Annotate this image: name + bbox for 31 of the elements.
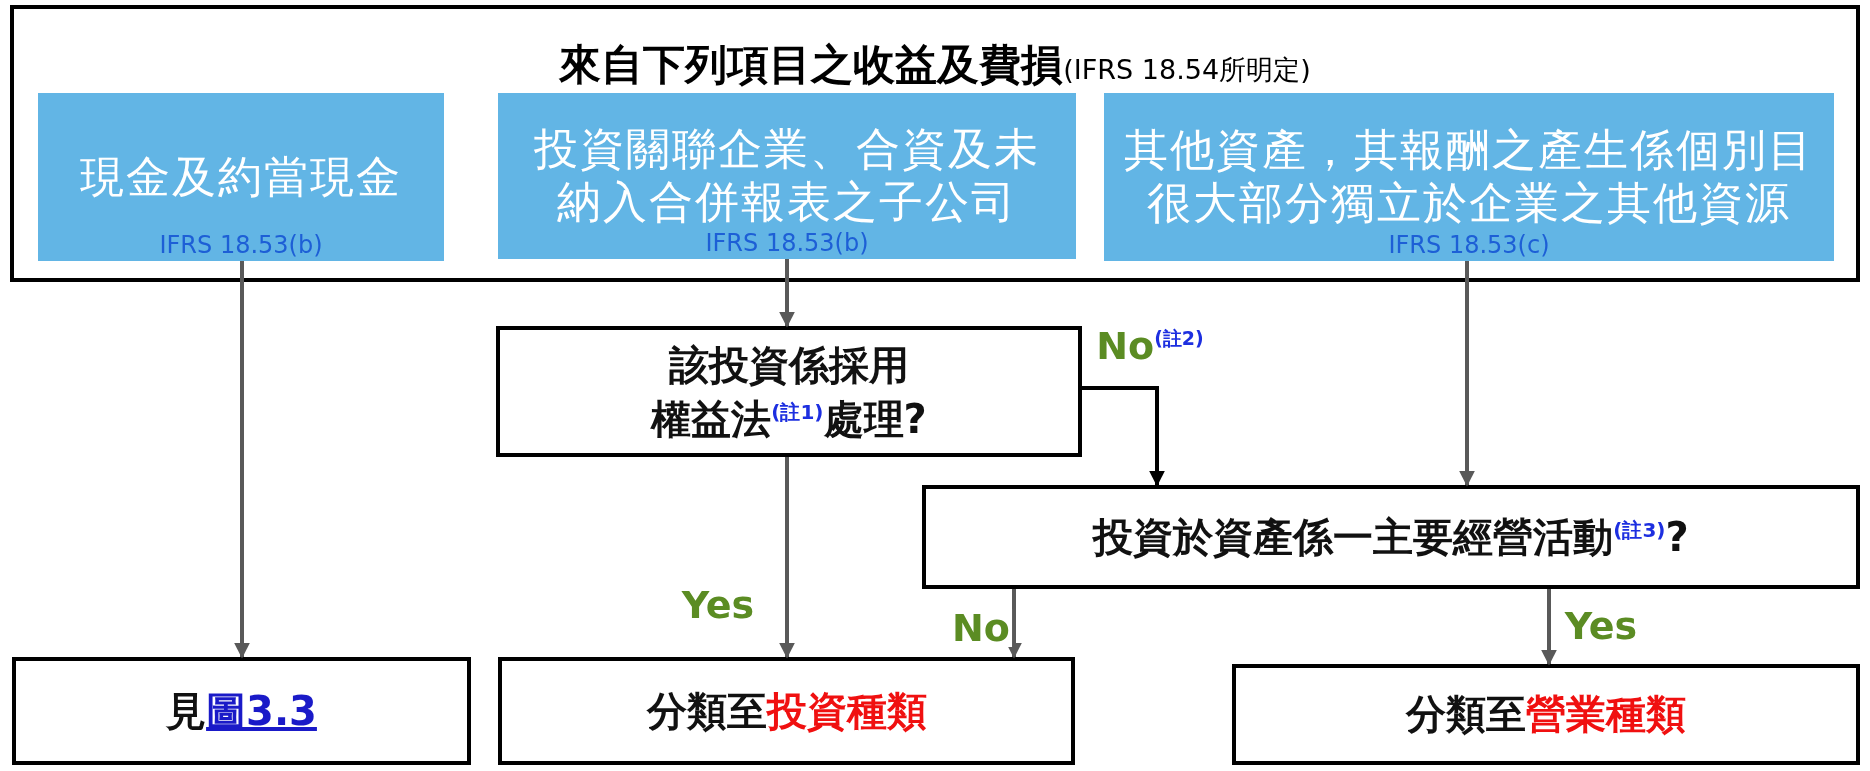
category-text: 其他資產，其報酬之產生係個別目很大部分獨立於企業之其他資源: [1123, 124, 1815, 230]
question-text: 投資於資產係一主要經營活動$^{(註3)}$?: [1093, 512, 1689, 562]
arrow: [1082, 386, 1165, 487]
category-box: [498, 93, 1076, 259]
group-frame: [10, 5, 1860, 282]
category-text: 投資關聯企業、合資及未納入合併報表之子公司: [533, 123, 1041, 229]
reference-note: IFRS 18.53(c): [1387, 231, 1551, 259]
link: 圖3.3: [206, 687, 317, 734]
category-text: 現金及約當現金: [80, 150, 402, 204]
decision-box: [922, 485, 1860, 589]
label-text: 分類至: [1406, 691, 1526, 737]
result-box: [498, 657, 1075, 765]
result-box: [1232, 664, 1860, 765]
reference-note: IFRS 18.53(b): [704, 229, 870, 257]
label-text: 見: [166, 687, 207, 734]
category-box: [1104, 93, 1834, 261]
arrow: [234, 261, 250, 659]
heading: 來自下列項目之收益及費損(IFRS 18.54所明定): [558, 39, 1312, 91]
label-text: 分類至: [646, 687, 767, 734]
category-box: [38, 93, 444, 261]
category-text: 投資種類: [766, 687, 927, 734]
question-text: 該投資係採用權益法$^{(註1)}$處理?: [650, 340, 928, 444]
arrow: [1006, 589, 1022, 659]
arrow: [779, 457, 795, 659]
arrow: [779, 259, 795, 328]
reference-box: [12, 657, 471, 765]
arrow: [1541, 589, 1557, 666]
reference-note: IFRS 18.53(b): [158, 231, 324, 259]
category-text: 營業種類: [1526, 691, 1686, 737]
decision-box: [496, 326, 1082, 457]
arrow: [1459, 261, 1475, 487]
